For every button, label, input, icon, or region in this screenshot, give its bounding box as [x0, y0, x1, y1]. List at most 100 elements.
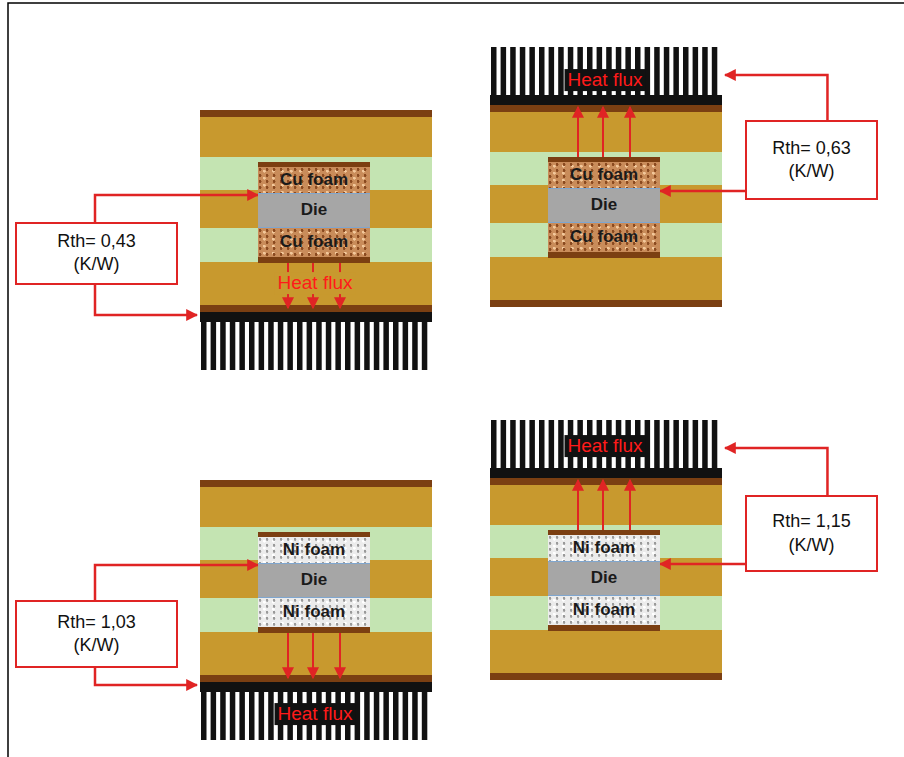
heatsink-fin — [345, 322, 351, 370]
foam-layer: Ni foam — [548, 535, 660, 561]
heatsink-fin — [249, 322, 255, 370]
heat-flux-arrow — [629, 107, 631, 157]
heat-flux-label: Heat flux — [565, 69, 646, 91]
foam-layer: Ni foam — [548, 596, 660, 625]
cavity — [548, 157, 660, 258]
rth-value: Rth= 0,43 (K/W) — [47, 230, 147, 277]
heatsink-fin — [403, 322, 409, 370]
pcb-layer — [200, 262, 432, 305]
pcb-layer — [490, 112, 722, 152]
heatsink-fin — [510, 420, 516, 468]
heatsink-fin — [673, 420, 679, 468]
pcb-stack — [490, 47, 722, 307]
heat-flux-arrow — [629, 480, 631, 530]
rth-pointer — [660, 190, 745, 193]
heatsink-fin — [374, 692, 380, 740]
layer-name: Die — [591, 196, 617, 215]
heatsink-base — [490, 95, 722, 105]
heatsink-fin — [230, 692, 236, 740]
pcb-layer — [490, 152, 722, 185]
heatsink-fin — [355, 322, 361, 370]
heat-flux-label: Heat flux — [275, 272, 356, 294]
heatsink-pointer — [725, 448, 827, 495]
foam-layer: Ni foam — [258, 598, 370, 627]
heatsink-fin — [501, 47, 507, 95]
heatsink-fin — [393, 322, 399, 370]
cavity — [258, 532, 370, 633]
heatsink-fin — [712, 420, 718, 468]
heatsink-fin — [501, 420, 507, 468]
rth-value: Rth= 0,63 (K/W) — [762, 137, 862, 184]
pcb-layer — [490, 478, 722, 485]
heat-flux-arrow — [577, 107, 579, 157]
pcb-layer — [200, 527, 432, 560]
pcb-layer — [490, 257, 722, 300]
heatsink-fin — [249, 692, 255, 740]
pcb-layer — [490, 485, 722, 525]
pcb-layer — [490, 525, 722, 558]
foam-layer: Ni foam — [258, 537, 370, 563]
layer-name: Die — [591, 569, 617, 588]
pcb-layer — [200, 117, 432, 157]
heatsink-fin — [673, 47, 679, 95]
heatsink-fin — [520, 420, 526, 468]
heat-flux-arrow — [339, 633, 341, 678]
heatsink-fin — [664, 47, 670, 95]
heatsink-fin — [201, 322, 207, 370]
heatsink-fin — [702, 420, 708, 468]
heatsink-fin — [364, 322, 370, 370]
heatsink-fin — [393, 692, 399, 740]
heat-flux-arrow — [287, 633, 289, 678]
pcb-layer — [200, 675, 432, 682]
heatsink-pointer — [95, 668, 197, 685]
heatsink-fin — [412, 692, 418, 740]
heat-flux-arrow — [312, 633, 314, 678]
die-block: Die — [258, 193, 370, 228]
heatsink-fin — [211, 322, 217, 370]
cavity-metal — [258, 257, 370, 263]
heatsink-fin — [693, 420, 699, 468]
cavity — [548, 530, 660, 631]
pcb-stack — [200, 480, 432, 740]
heatsink-fin — [539, 47, 545, 95]
rth-value: Rth= 1,03 (K/W) — [47, 611, 147, 658]
layer-name: Die — [301, 571, 327, 590]
layer-name: Cu foam — [280, 171, 348, 190]
rth-pointer — [660, 563, 745, 566]
heatsink-fin — [316, 322, 322, 370]
heatsink-fin — [491, 420, 497, 468]
layer-name: Cu foam — [570, 166, 638, 185]
heatsink-fin — [239, 692, 245, 740]
rth-callout: Rth= 0,63 (K/W) — [745, 120, 878, 200]
heatsink-fin — [702, 47, 708, 95]
heat-flux-label: Heat flux — [565, 435, 646, 457]
rth-pointer — [95, 195, 258, 222]
rth-pointer — [95, 565, 258, 600]
pcb-layer — [200, 632, 432, 675]
heatsink-fin — [529, 47, 535, 95]
heatsink-fin — [307, 322, 313, 370]
rth-callout: Rth= 0,43 (K/W) — [15, 222, 178, 285]
pcb-stack — [200, 110, 432, 370]
layer-name: Cu foam — [280, 233, 348, 252]
heatsink-fin — [412, 322, 418, 370]
heatsink-fin — [259, 322, 265, 370]
pcb-layer — [200, 110, 432, 117]
cavity-metal — [548, 625, 660, 631]
heat-flux-arrow — [577, 480, 579, 530]
rth-callout: Rth= 1,15 (K/W) — [745, 495, 878, 572]
pcb-layer — [200, 228, 432, 262]
figure-frame — [8, 3, 904, 757]
rth-value: Rth= 1,15 (K/W) — [762, 510, 862, 557]
heatsink-fin — [549, 420, 555, 468]
pcb-layer — [200, 598, 432, 632]
cavity-metal — [548, 252, 660, 258]
heatsink-fin — [693, 47, 699, 95]
layer-name: Ni foam — [573, 539, 635, 558]
pcb-layer — [490, 105, 722, 112]
heatsink-fin — [268, 692, 274, 740]
pcb-layer — [200, 305, 432, 312]
heatsink-fin — [664, 420, 670, 468]
heatsink-base — [200, 682, 432, 692]
